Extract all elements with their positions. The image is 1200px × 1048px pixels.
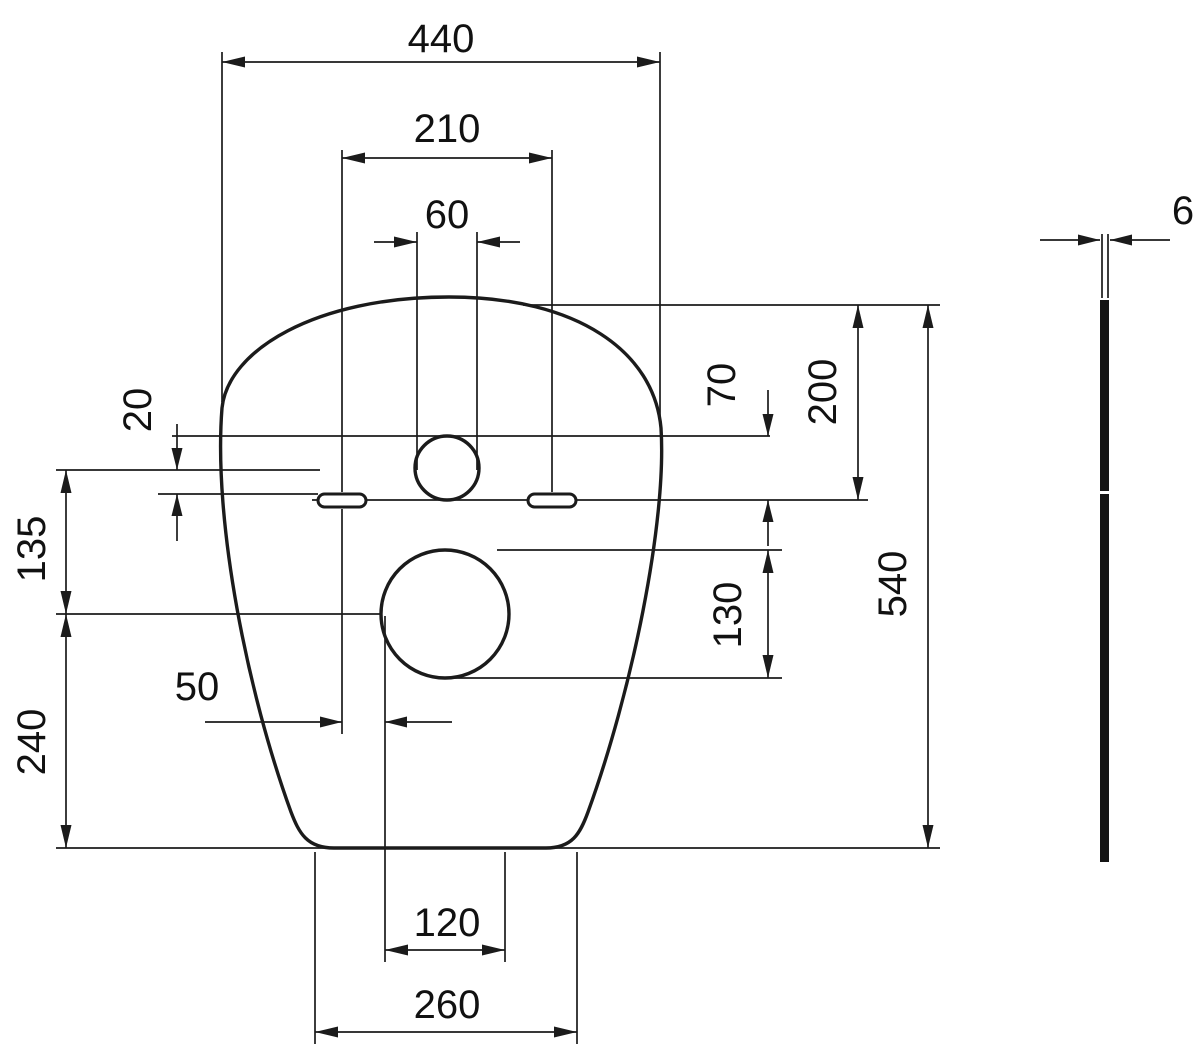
dim-label-200: 200 [801, 359, 845, 426]
arrowhead [477, 236, 500, 248]
arrowhead [1110, 234, 1132, 246]
dim-label-260: 260 [414, 983, 481, 1027]
arrowhead [342, 152, 365, 164]
dim-120: 120 [385, 901, 505, 956]
profile-bar-gap [1097, 491, 1112, 494]
arrowhead [222, 56, 245, 68]
reference-lines [56, 52, 940, 1044]
arrowhead [60, 591, 72, 614]
arrowhead [394, 236, 417, 248]
dim-260: 260 [315, 983, 577, 1038]
arrowhead [60, 470, 72, 493]
dim-70: 70 [700, 363, 774, 546]
arrowhead [762, 655, 774, 678]
arrowhead [762, 500, 774, 522]
dim-label-20: 20 [116, 388, 160, 433]
fixing-slot-right [526, 492, 578, 509]
arrowhead [554, 1026, 577, 1038]
outlet-hole [379, 548, 511, 680]
dim-label-540: 540 [871, 551, 915, 618]
arrowhead [315, 1026, 338, 1038]
arrowhead [529, 152, 552, 164]
arrowhead [482, 944, 505, 956]
arrowhead [922, 825, 934, 848]
plate-outline [218, 295, 664, 850]
dim-label-440: 440 [408, 17, 475, 61]
dim-label-210: 210 [414, 107, 481, 151]
dim-label-6: 6 [1172, 189, 1194, 233]
dim-540: 540 [871, 305, 934, 848]
inlet-hole [413, 434, 481, 502]
side-view: 6 [1040, 189, 1194, 862]
dim-6: 6 [1040, 189, 1194, 246]
dim-label-70: 70 [700, 363, 744, 408]
arrowhead [852, 305, 864, 328]
fixing-slot-left [316, 492, 368, 509]
arrowhead [762, 414, 774, 436]
dim-label-50: 50 [175, 665, 220, 709]
dim-130: 130 [706, 550, 774, 678]
dim-60: 60 [374, 193, 520, 248]
arrowhead [385, 944, 408, 956]
dim-label-130: 130 [706, 582, 750, 649]
dim-50: 50 [175, 665, 452, 728]
dim-210: 210 [342, 107, 552, 164]
arrowhead [637, 56, 660, 68]
dim-label-60: 60 [425, 193, 470, 237]
arrowhead [922, 305, 934, 328]
arrowhead [171, 448, 183, 470]
dim-240: 240 [10, 614, 72, 848]
arrowhead [852, 477, 864, 500]
front-view: 440 210 60 20 [10, 17, 940, 1044]
arrowhead [171, 494, 183, 516]
profile-bar [1100, 300, 1109, 862]
dim-440: 440 [222, 17, 660, 68]
arrowhead [320, 716, 342, 728]
arrowhead [60, 825, 72, 848]
dim-20: 20 [116, 388, 183, 541]
dim-label-120: 120 [414, 901, 481, 945]
dim-label-135: 135 [10, 516, 54, 583]
dim-label-240: 240 [10, 709, 54, 776]
dim-135: 135 [10, 470, 72, 614]
arrowhead [60, 614, 72, 637]
arrowhead [762, 550, 774, 573]
arrowhead [385, 716, 407, 728]
arrowhead [1078, 234, 1100, 246]
dim-200: 200 [801, 305, 864, 500]
